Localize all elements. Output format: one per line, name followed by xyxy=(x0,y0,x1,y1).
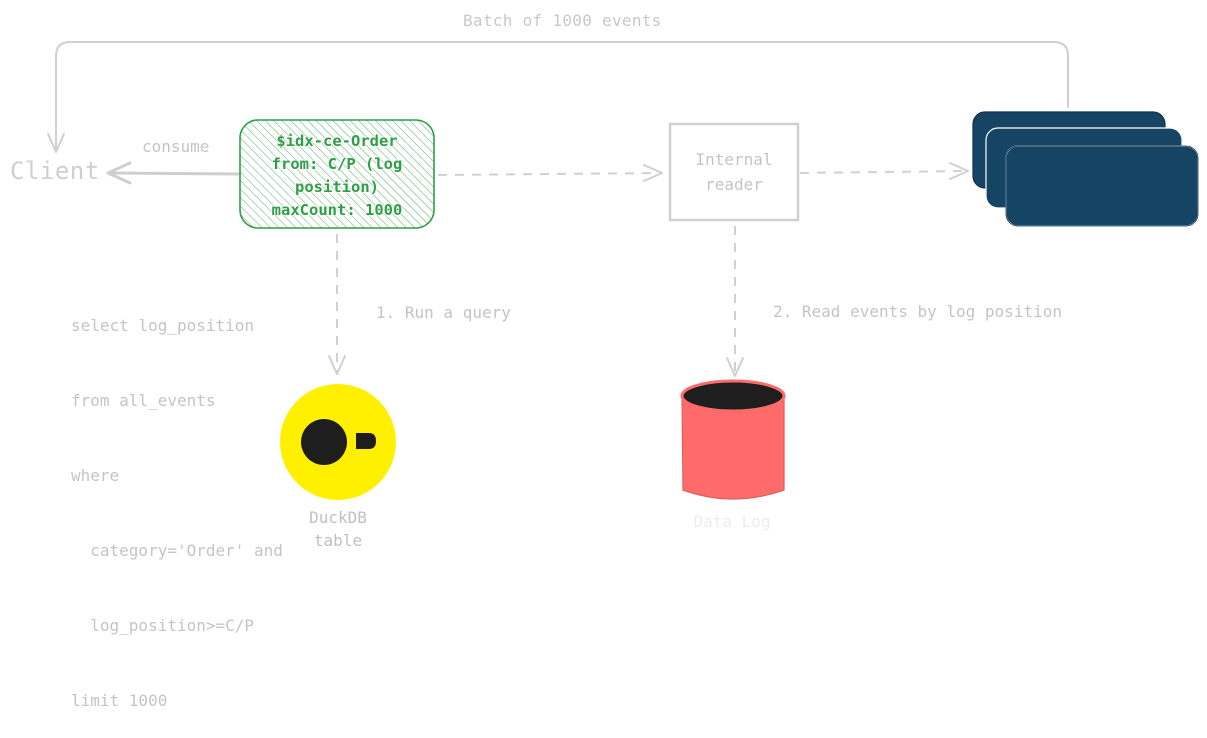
reader-to-datalog-arrowhead xyxy=(726,357,744,377)
sql-line: select log_position xyxy=(71,316,255,335)
index-node-line: maxCount: 1000 xyxy=(271,201,403,219)
consume-arrow xyxy=(108,171,240,176)
index-to-duckdb-arrowhead xyxy=(328,355,346,375)
sql-line: where xyxy=(71,466,120,485)
duckdb-line: table xyxy=(313,531,363,550)
reader-to-stack-arrowhead xyxy=(949,162,969,180)
sql-line: limit 1000 xyxy=(71,691,168,710)
sql-line: log_position>=C/P xyxy=(71,616,255,635)
duckdb-logo-icon xyxy=(280,384,396,500)
reader-line: reader xyxy=(705,175,763,194)
index-node-box[interactable] xyxy=(239,119,435,229)
step2-label: 2. Read events by log position xyxy=(773,302,1062,321)
datalog-cylinder-icon xyxy=(680,379,786,500)
sql-query-text: select log_position from all_events wher… xyxy=(71,263,283,738)
consume-label: consume xyxy=(142,137,210,156)
index-node-line: $idx-ce-Order xyxy=(276,132,398,150)
reader-line: Internal xyxy=(695,150,773,169)
sql-line: category='Order' and xyxy=(71,541,283,560)
internal-reader-text[interactable]: Internal reader xyxy=(671,124,797,220)
batch-label: Batch of 1000 events xyxy=(463,11,662,30)
index-node-text[interactable]: $idx-ce-Order from: C/P (log position) m… xyxy=(243,125,431,227)
index-to-reader-arrowhead xyxy=(643,164,663,182)
step1-label: 1. Run a query xyxy=(376,303,511,322)
duckdb-label: DuckDB table xyxy=(288,506,388,552)
index-node-line: from: C/P (log xyxy=(271,155,403,173)
internal-reader-box[interactable] xyxy=(668,122,800,222)
duckdb-line: DuckDB xyxy=(309,508,367,527)
index-to-reader-arrow xyxy=(437,172,661,176)
diagram-canvas xyxy=(47,41,1199,500)
reader-to-stack-arrow xyxy=(799,170,967,174)
client-node[interactable]: Client xyxy=(10,157,100,185)
event-batch-stack-icon xyxy=(972,111,1199,227)
consume-arrowhead xyxy=(106,161,132,185)
datalog-label: Data Log xyxy=(693,512,771,531)
batch-return-arrowhead xyxy=(47,133,65,153)
index-node-line: position) xyxy=(295,178,379,196)
batch-return-arrow xyxy=(55,41,1069,151)
sql-line: from all_events xyxy=(71,391,216,410)
